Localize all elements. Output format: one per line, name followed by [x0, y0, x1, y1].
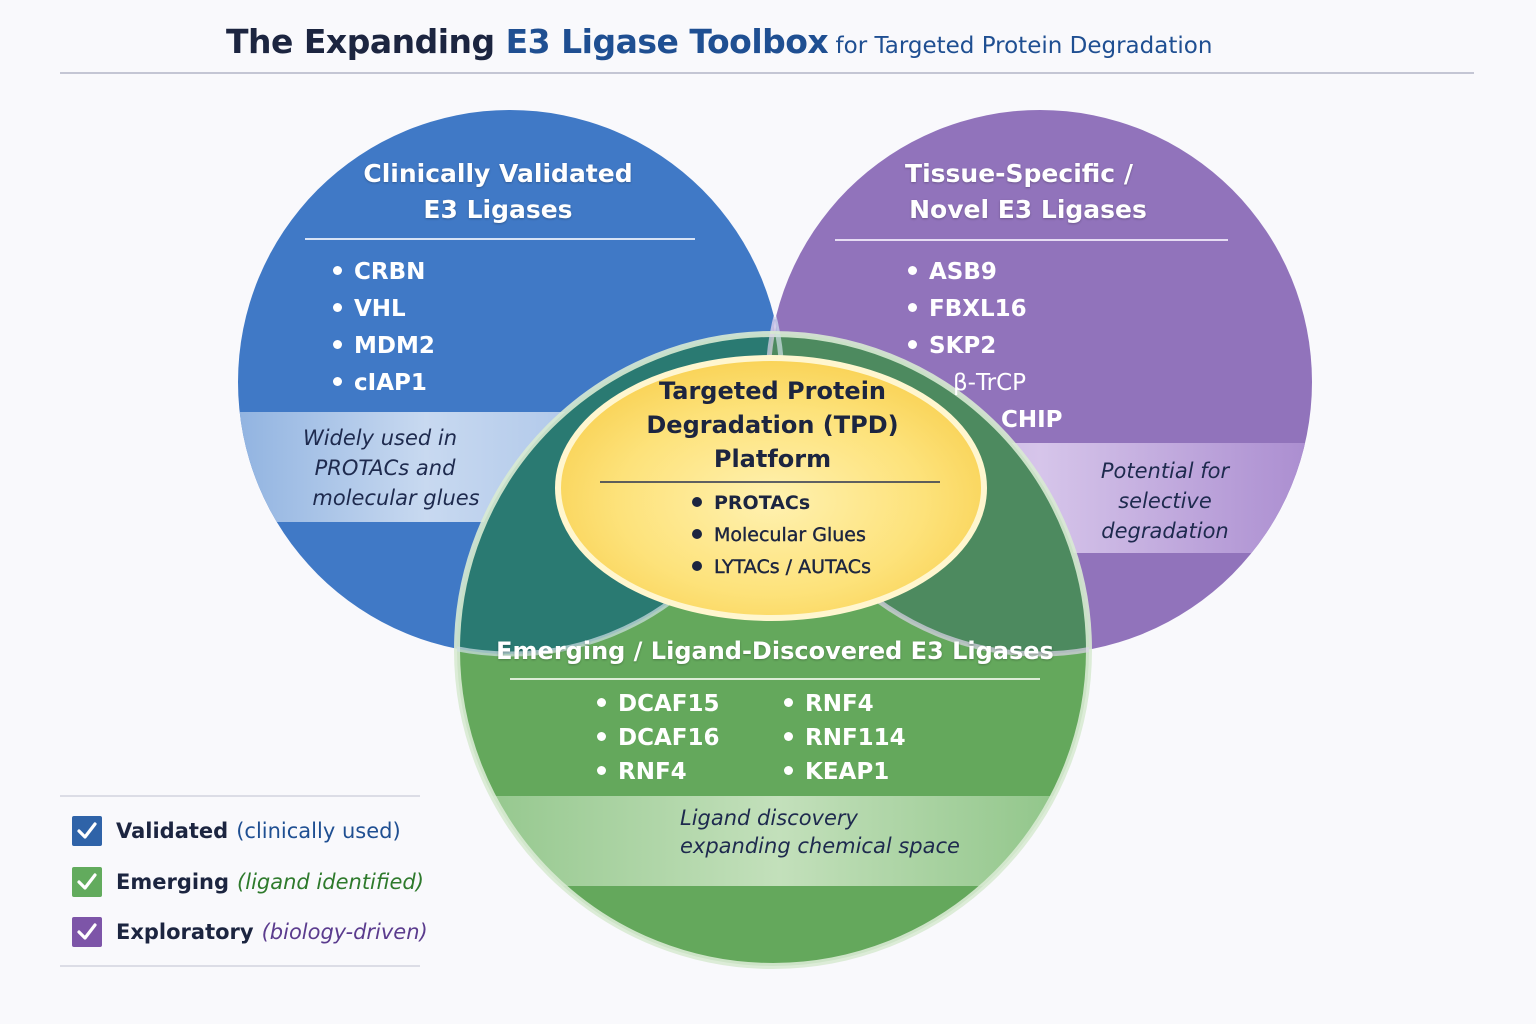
checkbox-checked-icon[interactable]	[72, 867, 102, 897]
list-item: CHIP	[1001, 407, 1063, 433]
exploratory-ligase-list: ASB9 FBXL16 SKP2 β-TrCP CHIP	[908, 254, 1063, 439]
legend-detail: (ligand identified)	[237, 870, 424, 894]
list-item: FBXL16	[908, 291, 1063, 328]
validated-title: Clinically Validated E3 Ligases	[298, 156, 698, 228]
legend-item-exploratory: Exploratory (biology-driven)	[72, 915, 428, 949]
exploratory-note: Potential for selective degradation	[1100, 459, 1230, 543]
bullet-icon	[908, 266, 917, 275]
bullet-icon	[333, 266, 342, 275]
list-item: ASB9	[908, 254, 1063, 291]
bullet-icon	[692, 560, 702, 571]
emerging-ligase-list-col-2: RNF4 RNF114 KEAP1	[784, 687, 906, 789]
page-title: The Expanding E3 Ligase Toolbox for Targ…	[226, 22, 1212, 61]
validated-title-line-2: E3 Ligases	[423, 195, 573, 224]
title-subtitle: for Targeted Protein Degradation	[828, 33, 1213, 59]
bullet-icon	[333, 377, 342, 386]
bullet-icon	[784, 732, 793, 741]
list-item: RNF114	[784, 721, 906, 755]
title-accent: E3 Ligase Toolbox	[505, 22, 829, 61]
bullet-icon	[333, 303, 342, 312]
list-item: DCAF15	[597, 687, 720, 721]
bullet-icon	[333, 340, 342, 349]
legend-item-validated: Validated (clinically used)	[72, 814, 401, 848]
bullet-icon	[597, 698, 606, 707]
list-item: VHL	[333, 291, 435, 328]
list-item: PROTACs	[692, 487, 871, 519]
checkbox-checked-icon[interactable]	[72, 917, 102, 947]
legend-item-emerging: Emerging (ligand identified)	[72, 865, 424, 899]
legend-label: Emerging	[116, 870, 230, 894]
legend-detail: (biology-driven)	[261, 920, 428, 944]
validated-note: Widely used in PROTACs and molecular glu…	[302, 426, 480, 510]
emerging-ligase-list-col-1: DCAF15 DCAF16 RNF4	[597, 687, 720, 789]
list-item: RNF4	[597, 755, 720, 789]
title-part-1: The Expanding	[226, 22, 506, 61]
list-item: cIAP1	[333, 365, 435, 402]
tpd-platform-ellipse	[555, 355, 987, 621]
exploratory-title-line-2: Novel E3 Ligases	[909, 195, 1147, 224]
validated-ligase-list: CRBN VHL MDM2 cIAP1	[333, 254, 435, 402]
bullet-icon	[784, 698, 793, 707]
list-item: CRBN	[333, 254, 435, 291]
list-item: DCAF16	[597, 721, 720, 755]
list-item: Molecular Glues	[692, 519, 871, 551]
legend-detail: (clinically used)	[236, 819, 401, 843]
bullet-icon	[692, 528, 702, 539]
bullet-icon	[597, 766, 606, 775]
list-item: SKP2	[908, 328, 1063, 365]
tpd-modality-list: PROTACs Molecular Glues LYTACs / AUTACs	[692, 487, 871, 583]
bullet-icon	[692, 496, 702, 507]
bullet-icon	[908, 340, 917, 349]
list-item: β-TrCP	[953, 370, 1027, 396]
validated-title-line-1: Clinically Validated	[363, 159, 633, 188]
tpd-platform-title: Targeted Protein Degradation (TPD) Platf…	[646, 377, 899, 473]
list-item: KEAP1	[784, 755, 906, 789]
legend-label: Validated	[116, 819, 229, 843]
emerging-note-band	[457, 796, 1089, 886]
bullet-icon	[784, 766, 793, 775]
emerging-title: Emerging / Ligand-Discovered E3 Ligases	[496, 637, 1054, 665]
checkbox-checked-icon[interactable]	[72, 816, 102, 846]
bullet-icon	[597, 732, 606, 741]
legend: Validated (clinically used) Emerging (li…	[60, 795, 428, 967]
title-divider	[60, 72, 1474, 74]
emerging-note: Ligand discovery expanding chemical spac…	[680, 806, 960, 858]
exploratory-title: Tissue-Specific / Novel E3 Ligases	[828, 156, 1228, 228]
list-item: MDM2	[333, 328, 435, 365]
list-item: RNF4	[784, 687, 906, 721]
legend-label: Exploratory	[116, 920, 254, 944]
exploratory-title-line-1: Tissue-Specific /	[905, 159, 1133, 188]
bullet-icon	[908, 303, 917, 312]
list-item: LYTACs / AUTACs	[692, 551, 871, 583]
